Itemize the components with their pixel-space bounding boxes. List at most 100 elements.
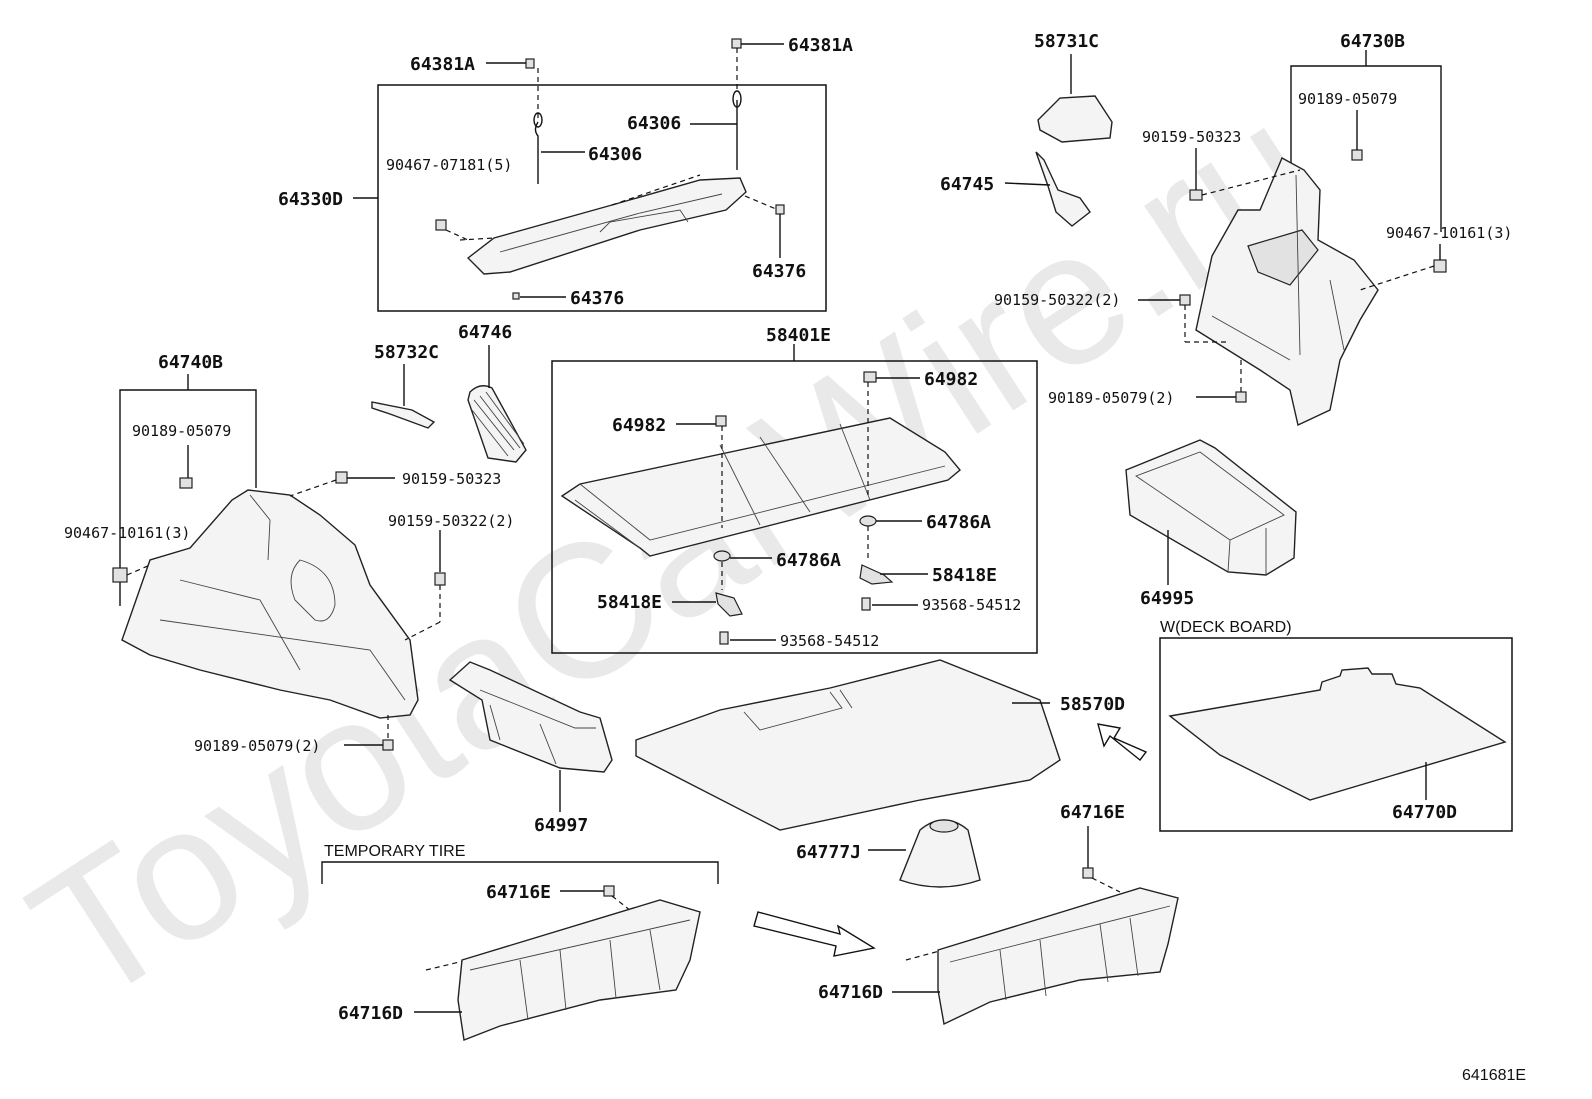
label-58732C[interactable]: 58732C — [374, 342, 439, 363]
label-93568-54512-bottom[interactable]: 93568-54512 — [780, 632, 879, 650]
label-90189-05079-2-left[interactable]: 90189-05079(2) — [194, 737, 320, 755]
label-64306-top[interactable]: 64306 — [627, 113, 681, 134]
floor-board-64770D[interactable] — [1168, 667, 1507, 801]
garnish-58732C[interactable] — [371, 401, 436, 429]
storage-box-64995[interactable] — [1125, 439, 1297, 576]
label-58418E-right[interactable]: 58418E — [932, 565, 997, 586]
label-90159-50323-right[interactable]: 90159-50323 — [1142, 128, 1241, 146]
label-90159-50323-left[interactable]: 90159-50323 — [402, 470, 501, 488]
bolt-90159-50322-left[interactable] — [434, 572, 446, 586]
bolt-90159-50323-right[interactable] — [1189, 189, 1203, 201]
arrow-deck-board — [1097, 723, 1148, 761]
side-trim-64730B[interactable] — [1195, 157, 1379, 427]
clip-64982-top[interactable] — [863, 371, 877, 383]
side-tray-64997[interactable] — [448, 661, 613, 773]
label-58401E[interactable]: 58401E — [766, 325, 831, 346]
trunk-mat-group — [635, 659, 1061, 831]
label-90189-05079-right[interactable]: 90189-05079 — [1298, 90, 1397, 108]
temporary-tire-group: TEMPORARY TIRE — [321, 843, 719, 1041]
clip-90189-05079-2-left[interactable] — [382, 739, 394, 751]
label-64306-mid[interactable]: 64306 — [588, 144, 642, 165]
strap-64306-left[interactable] — [534, 121, 539, 184]
label-64716D-left[interactable]: 64716D — [338, 1003, 403, 1024]
label-90467-07181[interactable]: 90467-07181(5) — [386, 156, 512, 174]
label-64746[interactable]: 64746 — [458, 322, 512, 343]
stopper-64786A-right[interactable] — [859, 515, 877, 527]
label-90159-50322-left[interactable]: 90159-50322(2) — [388, 512, 514, 530]
label-90189-05079-2-right[interactable]: 90189-05079(2) — [1048, 389, 1174, 407]
part-labels: 64381A 64381A 64306 64306 90467-07181(5)… — [64, 31, 1526, 1084]
clip-64376-bottom[interactable] — [512, 292, 520, 300]
label-64376-right[interactable]: 64376 — [752, 261, 806, 282]
diagram-id: 641681E — [1462, 1067, 1526, 1084]
label-64786A-left[interactable]: 64786A — [776, 550, 841, 571]
small-trim-parts — [371, 345, 527, 463]
label-64716E-right[interactable]: 64716E — [1060, 802, 1125, 823]
label-90189-05079-left[interactable]: 90189-05079 — [132, 422, 231, 440]
deck-board-group — [551, 344, 1038, 654]
label-64770D[interactable]: 64770D — [1392, 802, 1457, 823]
bolt-90159-50322-right[interactable] — [1179, 294, 1191, 306]
label-90467-10161-left[interactable]: 90467-10161(3) — [64, 524, 190, 542]
caption-deck-board: W(DECK BOARD) — [1160, 619, 1292, 636]
label-90159-50322-right[interactable]: 90159-50322(2) — [994, 291, 1120, 309]
bracket-64716D-right[interactable] — [937, 887, 1179, 1026]
stopper-64786A-left[interactable] — [713, 550, 731, 562]
package-tray-64330D[interactable] — [466, 177, 747, 275]
clip-90467-07181[interactable] — [435, 219, 447, 231]
label-64995[interactable]: 64995 — [1140, 588, 1194, 609]
label-64982-top[interactable]: 64982 — [924, 369, 978, 390]
bolt-90189-05079-right[interactable] — [1351, 149, 1363, 161]
side-trim-64740B[interactable] — [121, 489, 419, 719]
clip-90467-10161-left[interactable] — [112, 567, 128, 583]
right-side-trim-group — [1138, 50, 1447, 427]
label-64740B[interactable]: 64740B — [158, 352, 223, 373]
clip-64376-right[interactable] — [775, 204, 785, 215]
storage-box-64995-group — [1125, 439, 1297, 585]
label-58570D[interactable]: 58570D — [1060, 694, 1125, 715]
cord-64745[interactable] — [1035, 151, 1091, 227]
bracket-64716D-left[interactable] — [457, 899, 701, 1041]
screw-93568-54512-bottom[interactable] — [719, 631, 729, 645]
bolt-90159-50323-left[interactable] — [335, 471, 348, 484]
clip-64716E-left[interactable] — [603, 885, 615, 897]
arrow-bracket — [753, 911, 876, 957]
clip-64381A-left[interactable] — [525, 58, 535, 69]
label-64330D[interactable]: 64330D — [278, 189, 343, 210]
left-side-trim-group — [112, 374, 446, 751]
label-64777J[interactable]: 64777J — [796, 842, 861, 863]
label-58418E-left[interactable]: 58418E — [597, 592, 662, 613]
label-64376-bottom[interactable]: 64376 — [570, 288, 624, 309]
bolt-90189-05079-left[interactable] — [179, 477, 193, 489]
label-64716E-left[interactable]: 64716E — [486, 882, 551, 903]
package-tray-group — [353, 38, 827, 312]
label-64997[interactable]: 64997 — [534, 815, 588, 836]
label-64730B[interactable]: 64730B — [1340, 31, 1405, 52]
label-93568-54512-right[interactable]: 93568-54512 — [922, 596, 1021, 614]
label-64786A-right[interactable]: 64786A — [926, 512, 991, 533]
clip-64716E-right[interactable] — [1082, 867, 1094, 879]
clip-90467-10161-right[interactable] — [1433, 259, 1447, 273]
trunk-mat-58570D[interactable] — [635, 659, 1061, 831]
deck-board-58401E[interactable] — [560, 417, 961, 557]
label-64982-left[interactable]: 64982 — [612, 415, 666, 436]
spacer-64777J-group — [868, 819, 981, 888]
cover-58731C[interactable] — [1037, 95, 1113, 143]
clip-64381A-right[interactable] — [731, 38, 742, 49]
label-90467-10161-right[interactable]: 90467-10161(3) — [1386, 224, 1512, 242]
label-64381A-left[interactable]: 64381A — [410, 54, 475, 75]
label-64716D-right[interactable]: 64716D — [818, 982, 883, 1003]
hinge-58418E-left[interactable] — [715, 592, 743, 617]
clip-64982-left[interactable] — [715, 415, 727, 427]
label-64745[interactable]: 64745 — [940, 174, 994, 195]
deck-board-option-group: W(DECK BOARD) — [1097, 619, 1513, 832]
top-right-small-parts — [1004, 54, 1113, 227]
side-trim-pocket — [1247, 229, 1319, 286]
vent-grille-64746[interactable] — [467, 385, 527, 463]
label-58731C[interactable]: 58731C — [1034, 31, 1099, 52]
clip-90189-05079-2-right[interactable] — [1235, 391, 1247, 403]
label-64381A-right[interactable]: 64381A — [788, 35, 853, 56]
screw-93568-54512-right[interactable] — [861, 597, 871, 611]
